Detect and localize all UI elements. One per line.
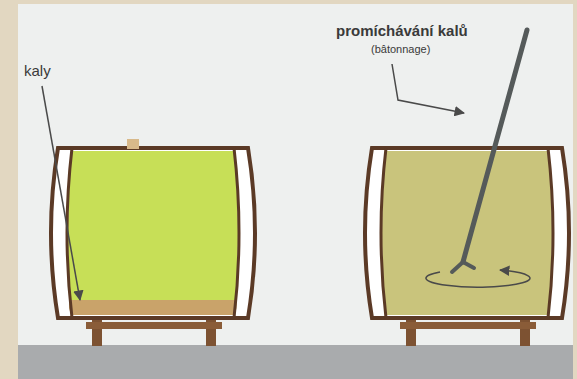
leader-line [42, 86, 80, 300]
stirring-rod [426, 30, 530, 287]
barrel-left [51, 139, 255, 346]
term-label: (bâtonnage) [371, 43, 430, 56]
rotation-arrow [426, 270, 530, 287]
leader-line [392, 64, 464, 113]
panel-ground [18, 4, 573, 379]
part-label: kaly [24, 62, 51, 79]
floor [18, 345, 573, 379]
process-label: promíchávání kalů [336, 22, 468, 39]
